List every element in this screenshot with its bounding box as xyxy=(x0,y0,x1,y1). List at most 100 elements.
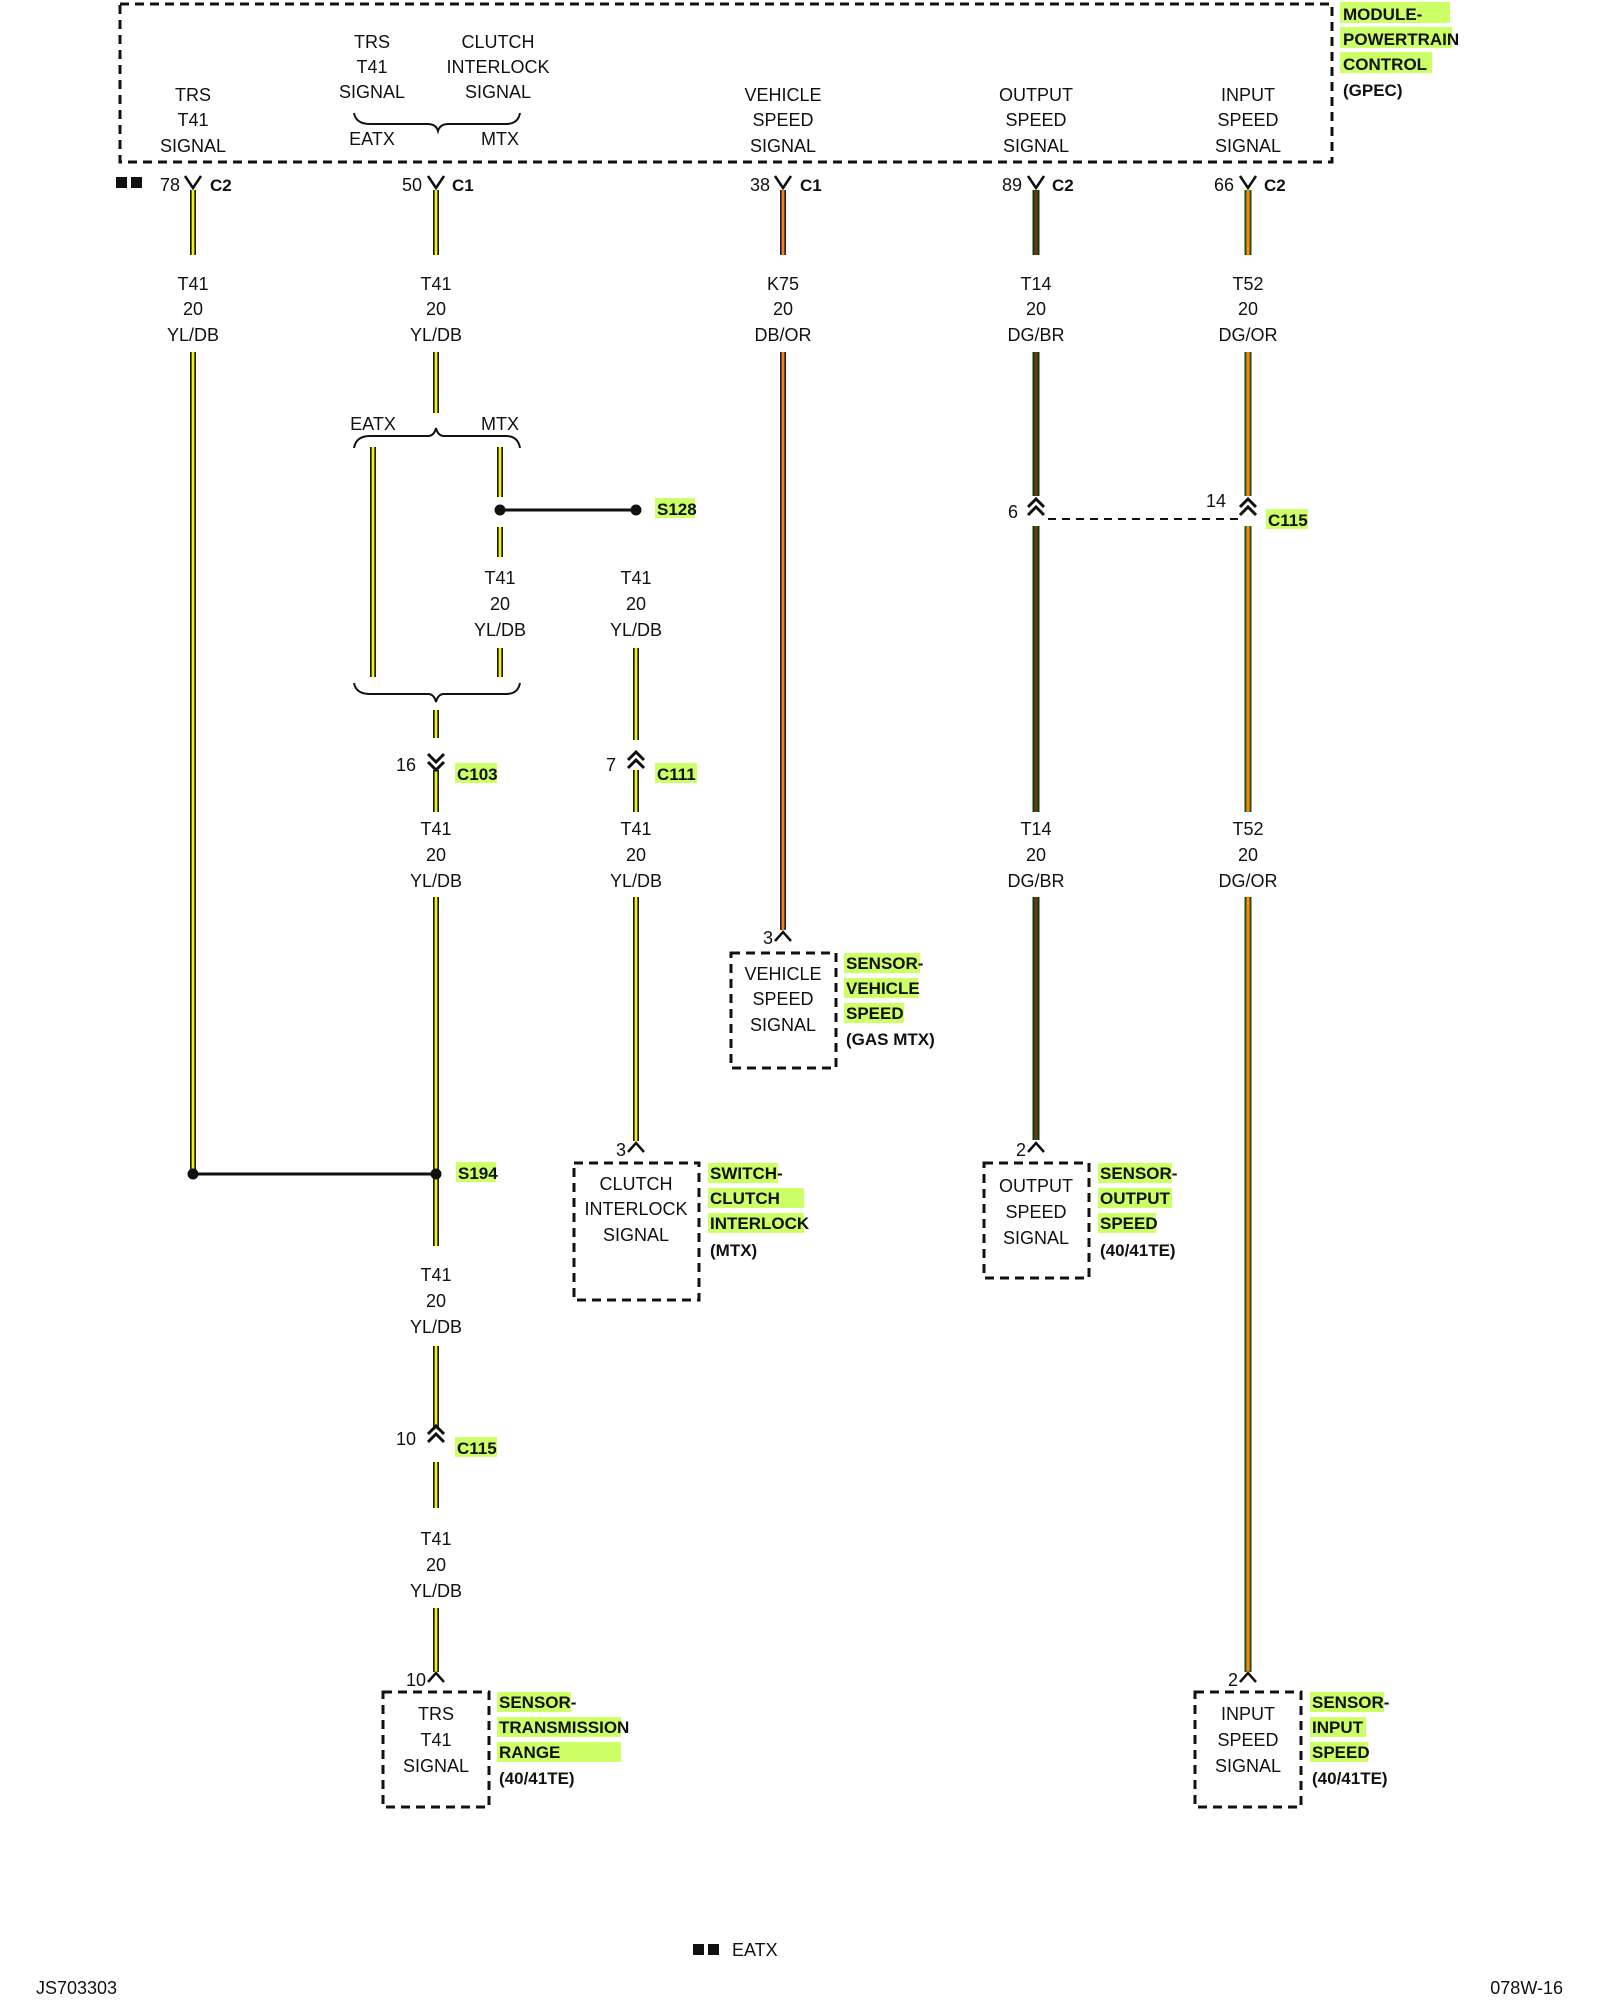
wire-label-c111: T41 20 YL/DB xyxy=(610,819,662,891)
pcm-label-highlight xyxy=(1340,27,1452,48)
wire-label-circuit: T41 xyxy=(420,819,451,839)
trs-name-3: RANGE xyxy=(499,1743,560,1762)
component-clutch-interlock-switch: 3 CLUTCH INTERLOCK SIGNAL SWITCH- CLUTCH… xyxy=(572,1140,810,1302)
wire-label-gauge: 20 xyxy=(1026,299,1046,319)
pcm-trs-label-3: SIGNAL xyxy=(160,136,226,156)
pin-89: 89 C2 xyxy=(1002,175,1074,195)
pcm-oss-label-3: SIGNAL xyxy=(1003,136,1069,156)
vss-name-2: VEHICLE xyxy=(846,979,920,998)
wire-label-color: DG/OR xyxy=(1218,325,1277,345)
vss-body-3: SIGNAL xyxy=(750,1015,816,1035)
splice-label-highlight xyxy=(655,498,695,518)
pin-78-connector: C2 xyxy=(210,176,232,195)
connector-c103: 16 C103 xyxy=(396,752,498,784)
vss-pin: 3 xyxy=(763,928,773,948)
oss-name-1: SENSOR- xyxy=(1100,1164,1177,1183)
oss-name-3: SPEED xyxy=(1100,1214,1158,1233)
wire-label-color: YL/DB xyxy=(610,871,662,891)
pcm-trs-top-3: SIGNAL xyxy=(339,82,405,102)
vss-body-2: SPEED xyxy=(752,989,813,1009)
connector-label-highlight xyxy=(1266,509,1308,529)
vss-name-3: SPEED xyxy=(846,1004,904,1023)
pcm-mtx-label: MTX xyxy=(481,129,519,149)
trs-body-1: TRS xyxy=(418,1704,454,1724)
wire-label-gauge: 20 xyxy=(426,1291,446,1311)
oss-sub: (40/41TE) xyxy=(1100,1241,1176,1260)
wire-label-gauge: 20 xyxy=(773,299,793,319)
component-label-highlight xyxy=(1310,1717,1366,1737)
splice-label-highlight xyxy=(456,1162,496,1182)
wire-label-color: DG/OR xyxy=(1218,871,1277,891)
trs-outline xyxy=(381,1690,491,1809)
connector-label-highlight xyxy=(655,763,697,783)
legend: EATX xyxy=(693,1940,778,1960)
wire-label-circuit: T41 xyxy=(420,1529,451,1549)
trs-name-2: TRANSMISSION xyxy=(499,1718,629,1737)
legend-eatx-label: EATX xyxy=(732,1940,778,1960)
eatx-marker-square xyxy=(131,177,142,188)
pin-50: 50 C1 xyxy=(402,175,474,195)
trs-name-1: SENSOR- xyxy=(499,1693,576,1712)
clutch-body-2: INTERLOCK xyxy=(584,1199,687,1219)
wire-label-color: YL/DB xyxy=(167,325,219,345)
component-label-highlight xyxy=(1310,1692,1384,1712)
iss-name-2: INPUT xyxy=(1312,1718,1364,1737)
wire-label-t14-bottom: T14 20 DG/BR xyxy=(1007,819,1064,891)
pcm-label-highlight xyxy=(1340,2,1450,23)
wire-segments xyxy=(190,190,1252,1672)
pcm-trs-label-1: TRS xyxy=(175,85,211,105)
wire-label-s128: T41 20 YL/DB xyxy=(610,568,662,640)
iss-name-1: SENSOR- xyxy=(1312,1693,1389,1712)
pcm-option-brace xyxy=(353,112,521,135)
pcm-name-line3: CONTROL xyxy=(1343,55,1427,74)
wire-label-circuit: T41 xyxy=(420,274,451,294)
connector-chevron xyxy=(426,752,446,773)
component-label-highlight xyxy=(497,1717,621,1737)
connector-c115-trs: 10 C115 xyxy=(396,1423,497,1458)
trs-body-2: T41 xyxy=(420,1730,451,1750)
splice-dot xyxy=(630,504,642,516)
pcm-label-highlight xyxy=(1340,52,1432,73)
c115-trs-pin: 10 xyxy=(396,1429,416,1449)
pin-66-connector: C2 xyxy=(1264,176,1286,195)
oss-body-2: SPEED xyxy=(1005,1202,1066,1222)
wire-label-circuit: T14 xyxy=(1020,274,1051,294)
trs-body-3: SIGNAL xyxy=(403,1756,469,1776)
connector-chevron xyxy=(1238,496,1258,517)
sensor-pin-marker xyxy=(627,1141,645,1153)
splice-dot xyxy=(430,1168,442,1180)
pcm-vss-label-3: SIGNAL xyxy=(750,136,816,156)
component-label-highlight xyxy=(708,1163,778,1183)
pin-78: 78 C2 xyxy=(160,175,232,195)
pcm-clutch-top-1: CLUTCH xyxy=(461,32,534,52)
iss-sub: (40/41TE) xyxy=(1312,1769,1388,1788)
branch-mtx-label: MTX xyxy=(481,414,519,434)
clutch-body-1: CLUTCH xyxy=(599,1174,672,1194)
wire-label-gauge: 20 xyxy=(426,299,446,319)
wire-label-gauge: 20 xyxy=(1026,845,1046,865)
oss-body-1: OUTPUT xyxy=(999,1176,1073,1196)
wire-label-circuit: T41 xyxy=(177,274,208,294)
clutch-name-3: INTERLOCK xyxy=(710,1214,810,1233)
vss-name-1: SENSOR- xyxy=(846,954,923,973)
clutch-outline xyxy=(572,1161,701,1302)
pcm-vss-label-1: VEHICLE xyxy=(744,85,821,105)
pcm-trs-top-2: T41 xyxy=(356,57,387,77)
connector-chevron xyxy=(626,749,646,770)
trs-pin: 10 xyxy=(406,1670,426,1690)
sensor-pin-marker xyxy=(1239,1671,1257,1683)
wire-label-gauge: 20 xyxy=(426,1555,446,1575)
c115-pin-left: 6 xyxy=(1008,502,1018,522)
iss-body-1: INPUT xyxy=(1221,1704,1275,1724)
component-label-highlight xyxy=(1098,1188,1172,1208)
pin-38: 38 C1 xyxy=(750,175,822,195)
component-label-highlight xyxy=(708,1188,804,1208)
pin-50-number: 50 xyxy=(402,175,422,195)
pin-38-number: 38 xyxy=(750,175,770,195)
wire-label-color: YL/DB xyxy=(410,871,462,891)
iss-name-3: SPEED xyxy=(1312,1743,1370,1762)
pcm-clutch-top-3: SIGNAL xyxy=(465,82,531,102)
trs-sub: (40/41TE) xyxy=(499,1769,575,1788)
component-transmission-range-sensor: 10 TRS T41 SIGNAL SENSOR- TRANSMISSION R… xyxy=(381,1670,629,1809)
